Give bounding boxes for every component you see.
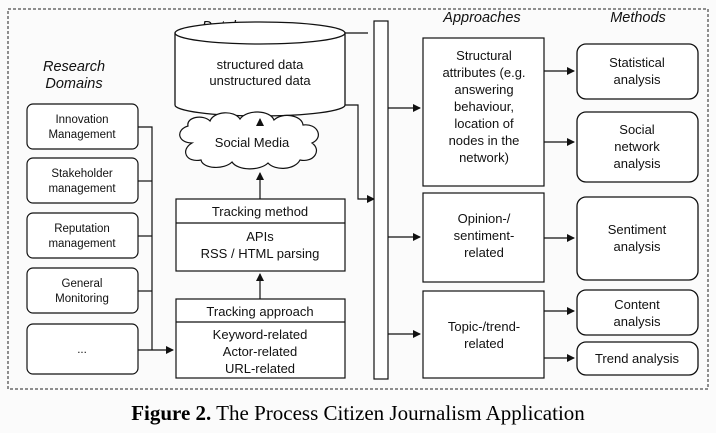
tracking-method-item: RSS / HTML parsing [201,246,320,261]
approach-label: answering [454,82,513,97]
research-domains-header-line1: Research [43,59,105,75]
social-media-cloud: Social Media [179,111,319,170]
research-domains-header-line2: Domains [45,76,102,92]
domain-connector-line [138,126,153,350]
method-label: Statistical [609,55,665,70]
approach-box-opinion-sentiment: Opinion-/ sentiment- related [422,192,545,283]
tracking-method-box: Tracking method APIs RSS / HTML parsing [175,198,346,272]
approach-label: nodes in the [449,133,520,148]
method-label: network [614,139,660,154]
method-box-social-network-analysis: Social network analysis [576,111,699,183]
approach-box-structural-attributes: Structural attributes (e.g. answering be… [422,37,545,187]
database-line-unstructured: unstructured data [209,73,311,88]
figure-caption-text: The Process Citizen Journalism Applicati… [211,401,585,425]
approach-label: network) [459,150,509,165]
approach-label: behaviour, [454,99,514,114]
method-label: Content [614,297,660,312]
figure-caption-label: Figure 2. [131,401,212,425]
domain-label: ... [77,344,87,356]
method-label: analysis [614,314,661,329]
method-label: analysis [614,72,661,87]
domain-label: management [48,183,116,195]
domain-label: management [48,238,116,250]
method-box-statistical-analysis: Statistical analysis [576,43,699,100]
domain-label: Monitoring [55,293,109,305]
figure-caption: Figure 2. The Process Citizen Journalism… [0,399,716,427]
tracking-approach-item: Keyword-related [213,327,308,342]
domain-box-general-monitoring: General Monitoring [26,267,139,314]
approaches-header: Approaches [442,10,520,26]
approach-label: location of [454,116,514,131]
domain-box-reputation-management: Reputation management [26,212,139,259]
method-label: Social [619,122,655,137]
connector-to-bar [345,104,375,203]
domain-label: Stakeholder [51,168,113,180]
approach-label: Opinion-/ [458,211,511,226]
method-box-sentiment-analysis: Sentiment analysis [576,196,699,281]
domain-label: Innovation [55,114,108,126]
tracking-approach-item: URL-related [225,361,295,376]
domain-box-stakeholder-management: Stakeholder management [26,157,139,204]
methods-header: Methods [610,10,666,26]
approach-box-topic-trend: Topic-/trend- related [422,290,545,379]
method-box-trend-analysis: Trend analysis [576,341,699,376]
dashed-frame [7,8,709,390]
approach-label: Topic-/trend- [448,319,520,334]
social-media-label: Social Media [215,135,290,150]
approach-label: sentiment- [454,228,515,243]
database-cylinder: structured data unstructured data [174,21,346,117]
database-line-structured: structured data [217,57,304,72]
method-box-content-analysis: Content analysis [576,289,699,336]
domain-box-innovation-management: Innovation Management [26,103,139,150]
tracking-approach-title: Tracking approach [206,304,313,319]
approach-label: related [464,245,504,260]
domain-label: Reputation [54,223,110,235]
approach-label: Structural [456,48,512,63]
vertical-bar [373,20,389,380]
method-label: analysis [614,239,661,254]
approach-label: related [464,336,504,351]
method-label: Trend analysis [595,351,680,366]
tracking-approach-box: Tracking approach Keyword-related Actor-… [175,298,346,379]
tracking-approach-item: Actor-related [223,344,297,359]
tracking-method-item: APIs [246,229,274,244]
domain-label: General [62,278,103,290]
tracking-method-title: Tracking method [212,204,308,219]
domain-label: Management [48,129,116,141]
domain-box-ellipsis: ... [26,323,139,375]
method-label: analysis [614,156,661,171]
method-label: Sentiment [608,222,667,237]
approach-label: attributes (e.g. [442,65,525,80]
